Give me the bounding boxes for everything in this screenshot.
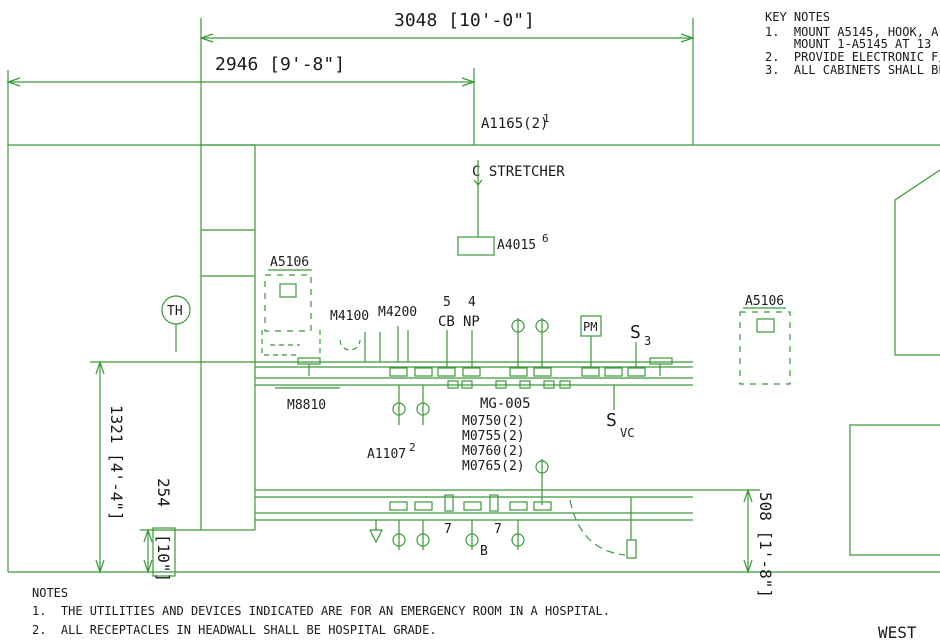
west-label: WEST — [878, 623, 917, 642]
dim-254-text: 254 — [154, 478, 173, 507]
svc-sub: VC — [620, 426, 634, 440]
a4015-label: A4015 — [497, 238, 536, 253]
key-note-1b: MOUNT 1-A5145 AT 13 — [765, 37, 931, 51]
lower-headwall-rail: 7 B 7 — [255, 489, 693, 559]
a5106-left: A5106 — [264, 255, 312, 332]
pm-label: PM — [583, 320, 597, 334]
svc-label: S — [606, 410, 617, 431]
b-sub-label: B — [480, 544, 488, 559]
upper-headwall-rail — [255, 357, 693, 389]
s3-sub: 3 — [644, 334, 651, 348]
a1107-sup: 2 — [409, 441, 416, 454]
a1165-label: A1165(2) — [481, 116, 548, 132]
np-label: NP — [463, 314, 480, 330]
m8810-label: M8810 — [287, 398, 326, 413]
a1107-label: A1107 — [367, 447, 406, 462]
dim-2946-text: 2946 [9'-8"] — [215, 54, 345, 75]
m0755-label: M0755(2) — [462, 429, 525, 444]
mg005-label: MG-005 — [480, 396, 531, 412]
cb-label: CB — [438, 314, 455, 330]
thermostat: TH — [161, 295, 191, 352]
notes-title: NOTES — [32, 586, 68, 600]
a5106-right: A5106 — [739, 294, 791, 385]
dim-1321-text: 1321 [4'-4"] — [107, 405, 126, 521]
m0750-label: M0750(2) — [462, 414, 525, 429]
key-notes-title: KEY NOTES — [765, 10, 830, 24]
a4015-sup: 6 — [542, 232, 549, 245]
mid-labels: M8810 MG-005 S VC A1107 2 M0750(2) M0755… — [275, 385, 634, 505]
seven-a-label: 7 — [444, 522, 452, 537]
stretcher-label: C STRETCHER — [472, 164, 565, 180]
note-2: 2. ALL RECEPTACLES IN HEADWALL SHALL BE … — [32, 623, 437, 637]
dimension-left: 1321 [4'-4"] 254 [10"] — [90, 360, 255, 582]
key-notes: KEY NOTES 1. MOUNT A5145, HOOK, A MOUNT … — [765, 10, 940, 77]
dimension-right: 508 [1'-8"] — [693, 488, 775, 598]
upper-device-labels: M4100 M4200 5 CB 4 NP PM S 3 — [261, 295, 651, 367]
a5106-left-label: A5106 — [270, 255, 309, 270]
m4200-label: M4200 — [378, 305, 417, 320]
stretcher-centerline: A1165(2) 1 C STRETCHER A4015 6 — [457, 112, 565, 256]
dimension-top-inner: 2946 [9'-8"] — [6, 54, 476, 145]
key-note-3: 3. ALL CABINETS SHALL BE — [765, 63, 940, 77]
seven-b-label: 7 — [494, 522, 502, 537]
s3-label: S — [630, 322, 641, 343]
note-1: 1. THE UTILITIES AND DEVICES INDICATED A… — [32, 604, 610, 618]
key-note-1: 1. MOUNT A5145, HOOK, A — [765, 25, 939, 39]
m4100-label: M4100 — [330, 309, 369, 324]
cb-number: 5 — [443, 295, 451, 310]
a1165-sup: 1 — [543, 112, 550, 125]
right-cabinet — [849, 169, 940, 556]
dim-3048-text: 3048 [10'-0"] — [394, 10, 535, 31]
room-outline — [7, 144, 940, 573]
key-note-2: 2. PROVIDE ELECTRONIC F/ — [765, 50, 940, 64]
a5106-right-label: A5106 — [745, 294, 784, 309]
dim-254-ft-text: [10"] — [154, 534, 173, 582]
dim-508-text: 508 [1'-8"] — [756, 492, 775, 598]
notes: NOTES 1. THE UTILITIES AND DEVICES INDIC… — [32, 586, 610, 637]
np-number: 4 — [468, 295, 476, 310]
m0760-label: M0760(2) — [462, 444, 525, 459]
m0765-label: M0765(2) — [462, 459, 525, 474]
th-label: TH — [167, 304, 183, 319]
headwall-column — [200, 144, 256, 531]
dimension-top-overall: 3048 [10'-0"] — [199, 10, 695, 145]
